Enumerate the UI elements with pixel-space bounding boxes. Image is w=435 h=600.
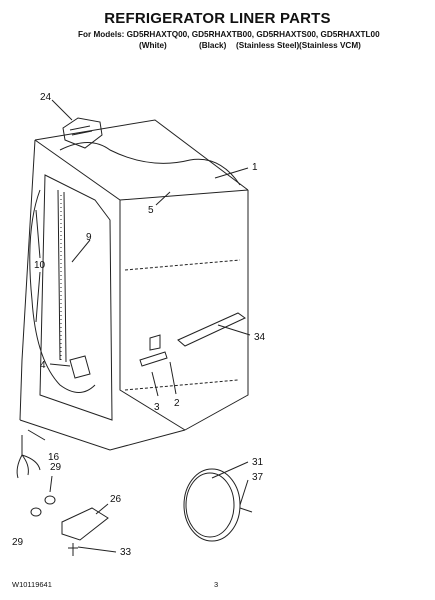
variant-stainless-vcm: (Stainless VCM)	[299, 41, 361, 50]
liner-top-back-edge	[34, 119, 249, 191]
liner-cavity-outline	[39, 174, 113, 421]
variant-black: (Black)	[199, 41, 227, 50]
callout-31: 31	[252, 457, 264, 468]
callout-34: 34	[254, 332, 266, 343]
page-title: REFRIGERATOR LINER PARTS	[104, 10, 331, 27]
callout-10: 10	[34, 260, 46, 271]
leader-9	[71, 239, 91, 263]
leader-2	[169, 361, 177, 395]
callout-1: 1	[252, 162, 258, 173]
liner-left-edge	[19, 139, 36, 421]
leader-29a	[49, 475, 53, 493]
liner-bottom-edge	[19, 419, 186, 451]
variant-white: (White)	[139, 41, 167, 50]
leader-10	[35, 209, 41, 323]
leader-31	[211, 461, 249, 479]
callout-33: 33	[120, 547, 132, 558]
leader-3	[151, 371, 159, 397]
liner-top-contour	[59, 142, 241, 186]
leader-26	[95, 503, 109, 515]
callout-9: 9	[86, 232, 92, 243]
thermostat-cover	[62, 117, 103, 149]
bracket-part-2	[149, 334, 161, 351]
callout-37: 37	[252, 472, 264, 483]
liner-right-back-edge	[184, 190, 249, 431]
callout-2: 2	[174, 398, 180, 409]
leader-16	[27, 429, 46, 441]
leader-37	[239, 479, 249, 506]
leader-5	[155, 191, 171, 206]
tubing-coil-outer	[183, 468, 241, 542]
drain-tube	[29, 189, 96, 393]
callout-5: 5	[148, 205, 154, 216]
wire-harness	[16, 435, 41, 479]
model-list: For Models: GD5RHAXTQ00, GD5RHAXTB00, GD…	[78, 30, 380, 39]
liner-right-front-edge	[119, 200, 186, 431]
callout-26: 26	[110, 494, 122, 505]
leader-34	[217, 324, 251, 336]
document-number: W10119641	[12, 580, 52, 589]
leader-24	[51, 99, 73, 121]
page-number: 3	[214, 580, 219, 589]
leader-33	[77, 546, 117, 553]
leader-4	[49, 363, 71, 367]
liner-inner-divider	[124, 259, 241, 391]
liner-front-top-edge	[34, 139, 249, 201]
leader-1	[214, 167, 249, 179]
callout-24: 24	[40, 92, 52, 103]
callout-29-lower: 29	[12, 537, 24, 548]
light-housing	[61, 507, 109, 541]
cover-part-4	[69, 355, 91, 379]
callout-29-upper: 29	[50, 462, 62, 473]
coil-screw	[239, 507, 253, 513]
callout-3: 3	[154, 402, 160, 413]
callout-4: 4	[40, 360, 46, 371]
slide-part-3	[139, 351, 168, 367]
grommet-lower	[30, 507, 42, 517]
trim-strip	[177, 312, 246, 347]
shelf-ladder-rail	[57, 189, 67, 363]
callout-16: 16	[48, 452, 60, 463]
thermostat-cover-detail	[69, 125, 93, 136]
variant-stainless-steel: (Stainless Steel)	[236, 41, 300, 50]
tubing-coil-inner	[185, 472, 235, 538]
screw	[68, 543, 78, 556]
grommet-upper	[44, 495, 56, 505]
